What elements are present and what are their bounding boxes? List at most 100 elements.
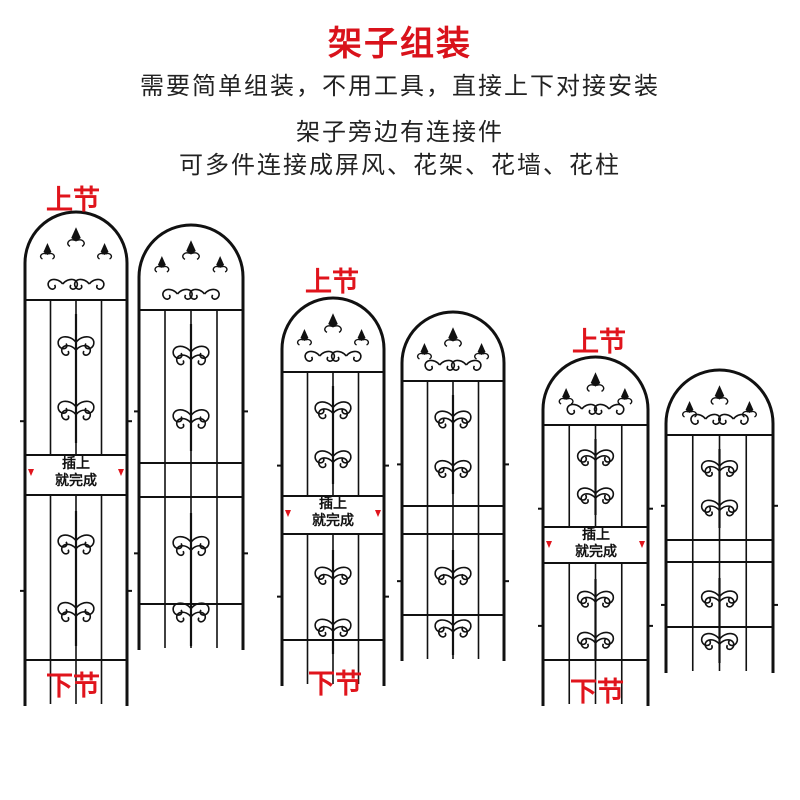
scroll-curl — [332, 625, 348, 637]
fleur-finial — [745, 401, 754, 413]
scroll-curl — [314, 566, 334, 580]
scroll-curl — [452, 417, 468, 429]
scroll-curl — [318, 625, 334, 637]
scroll-curl — [304, 350, 321, 362]
fleur-leaf — [586, 384, 595, 393]
scroll-curl — [190, 345, 210, 359]
fleur-leaf — [105, 252, 113, 260]
fleur-leaf — [296, 338, 304, 346]
scroll-curl — [190, 417, 206, 429]
fleur-leaf — [566, 397, 574, 405]
scroll-curl — [718, 465, 735, 477]
fleur-finial — [186, 240, 196, 255]
scroll-curl — [314, 450, 334, 464]
fleur-leaf — [453, 339, 462, 348]
scroll-curl — [704, 505, 721, 517]
top-section-label-medium: 上节 — [305, 267, 359, 298]
scroll-curl — [438, 417, 454, 429]
scroll-curl — [424, 359, 441, 371]
scroll-curl — [189, 288, 206, 300]
scroll-curl — [434, 459, 454, 474]
scroll-curl — [75, 534, 95, 548]
bottom-section-label-large: 下节 — [46, 671, 100, 702]
scroll-curl — [452, 574, 468, 586]
fleur-finial — [590, 372, 601, 387]
scroll-curl — [594, 455, 611, 467]
fleur-leaf — [741, 410, 749, 418]
fleur-leaf — [220, 265, 228, 273]
trellis-frame — [664, 368, 775, 671]
scroll-curl — [75, 344, 91, 356]
scroll-curl — [318, 457, 334, 469]
instruction-line-2: 架子旁边有连接件 — [296, 118, 504, 146]
trellis-frame — [400, 310, 506, 659]
scroll-curl — [57, 336, 77, 350]
fleur-finial — [157, 256, 166, 268]
scroll-curl — [172, 535, 192, 550]
scroll-curl — [332, 573, 348, 585]
scroll-curl — [57, 601, 77, 616]
scroll-curl — [73, 278, 90, 290]
scroll-curl — [700, 499, 721, 513]
scroll-curl — [75, 543, 91, 555]
scroll-curl — [704, 413, 721, 425]
fleur-finial — [620, 388, 629, 400]
scroll-curl — [576, 590, 597, 605]
scroll-curl — [332, 408, 348, 420]
scroll-curl — [176, 354, 192, 366]
scroll-curl — [718, 639, 735, 651]
scroll-curl — [700, 590, 721, 604]
fleur-leaf — [362, 338, 370, 346]
top-section-label-large: 上节 — [46, 185, 100, 216]
scroll-curl — [704, 596, 721, 608]
scroll-curl — [718, 632, 739, 647]
scroll-curl — [580, 596, 597, 608]
fleur-finial — [420, 343, 429, 355]
scroll-curl — [700, 460, 721, 474]
scroll-curl — [576, 631, 597, 646]
fleur-leaf — [333, 325, 342, 334]
scroll-curl — [732, 413, 749, 425]
scroll-curl — [61, 611, 77, 623]
fleur-finial — [477, 343, 486, 355]
fleur-finial — [71, 227, 81, 242]
scroll-curl — [319, 350, 336, 362]
scroll-curl — [594, 590, 615, 605]
page-title: 架子组装 — [328, 24, 472, 64]
joint-note-small: 插上 就完成 — [546, 527, 646, 561]
scroll-curl — [594, 637, 611, 649]
trellis-small-assembly — [538, 355, 653, 706]
scroll-curl — [718, 596, 735, 608]
fleur-leaf — [67, 239, 76, 248]
fleur-finial — [448, 327, 458, 342]
scroll-curl — [61, 543, 77, 555]
instruction-line-1: 需要简单组装，不用工具，直接上下对接安装 — [140, 72, 660, 100]
trellis-large-single — [134, 223, 248, 650]
trellis-frame — [541, 355, 650, 704]
joint-note-medium: 插上 就完成 — [283, 496, 383, 530]
fleur-leaf — [558, 397, 566, 405]
fleur-finial — [216, 256, 225, 268]
fleur-finial — [685, 401, 694, 413]
fleur-leaf — [625, 397, 633, 405]
scroll-curl — [594, 596, 611, 608]
fleur-leaf — [162, 265, 170, 273]
fleur-leaf — [97, 252, 104, 260]
joint-note-line1: 插上 — [62, 456, 90, 472]
scroll-curl — [190, 535, 210, 550]
scroll-curl — [452, 619, 472, 633]
scroll-curl — [704, 465, 721, 477]
scroll-curl — [593, 403, 610, 415]
fleur-leaf — [444, 339, 453, 348]
scroll-curl — [452, 467, 468, 478]
fleur-leaf — [416, 352, 424, 360]
scroll-curl — [580, 493, 597, 505]
fleur-leaf — [324, 325, 333, 334]
joint-note-line1: 插上 — [582, 527, 610, 543]
fleur-leaf — [474, 352, 481, 360]
fleur-leaf — [690, 410, 698, 418]
scroll-curl — [452, 459, 472, 474]
instruction-line-3: 可多件连接成屏风、花架、花墙、花柱 — [179, 151, 621, 179]
joint-arrow-left — [28, 469, 34, 476]
